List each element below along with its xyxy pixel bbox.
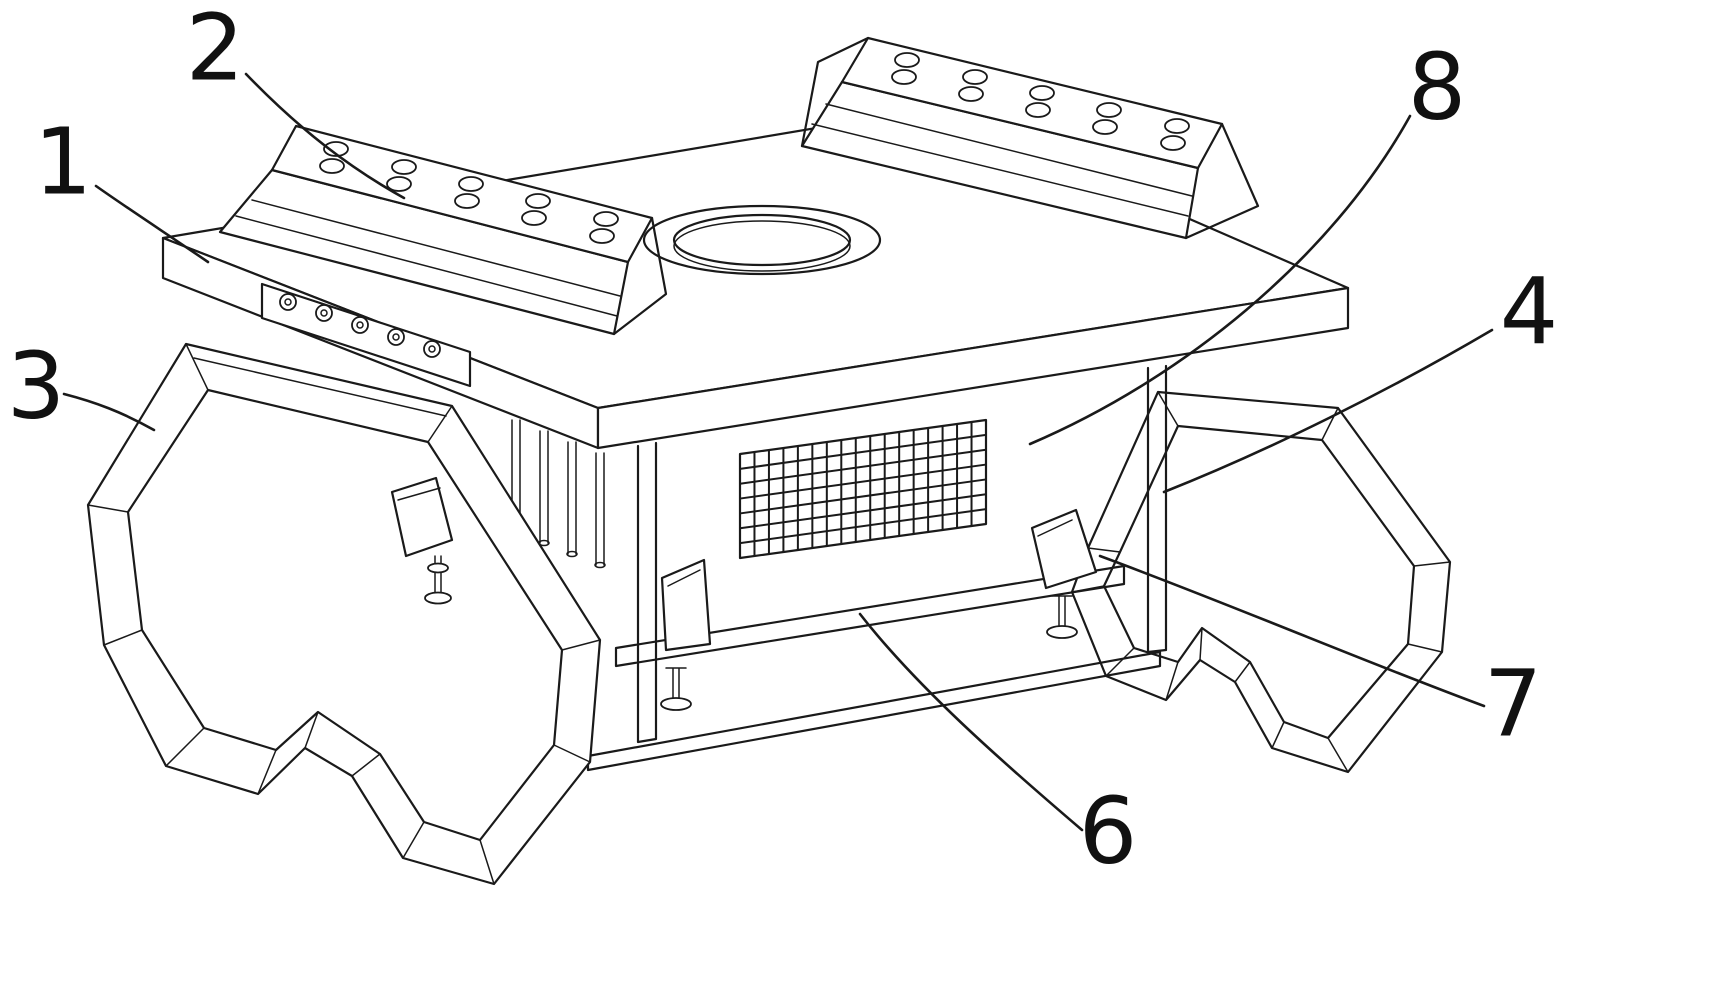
right-foot-frame	[1070, 390, 1452, 774]
left-angle-bracket	[660, 558, 712, 652]
callouts: 1 2 3 4 6 7 8	[7, 0, 1559, 885]
left-foot-inner-parts	[390, 476, 454, 605]
callout-7-label: 7	[1484, 651, 1543, 758]
right-mount-holes	[891, 52, 1190, 151]
right-angle-bracket	[1030, 508, 1098, 590]
leveling-screw-right	[1046, 595, 1078, 639]
left-rail-mount	[218, 124, 668, 336]
right-rail-mount	[800, 36, 1260, 240]
callout-4-leader	[1162, 328, 1494, 494]
vent-grid	[738, 418, 988, 560]
leveling-screw-left	[660, 667, 692, 711]
callout-3-label: 3	[7, 333, 66, 440]
center-ring	[642, 204, 882, 276]
callout-4-label: 4	[1500, 259, 1559, 366]
callout-6-leader	[858, 612, 1084, 832]
vent-grid-lines	[739, 422, 987, 556]
callout-1-label: 1	[34, 109, 93, 216]
callout-6-label: 6	[1079, 778, 1138, 885]
bolt-strip	[260, 282, 472, 388]
callout-3-leader	[62, 392, 156, 432]
callout-7-leader	[1098, 554, 1486, 708]
bottom-rail	[586, 650, 1162, 772]
left-mount-holes	[319, 141, 619, 244]
left-foot-frame	[86, 342, 602, 886]
bolt-heads	[279, 293, 441, 358]
callout-8-label: 8	[1408, 34, 1467, 141]
callout-2-leader	[244, 72, 406, 200]
callout-8-leader	[1028, 114, 1412, 446]
left-foot-chamfers	[87, 343, 601, 885]
callout-1-leader	[94, 184, 210, 264]
callout-2-label: 2	[186, 0, 245, 102]
